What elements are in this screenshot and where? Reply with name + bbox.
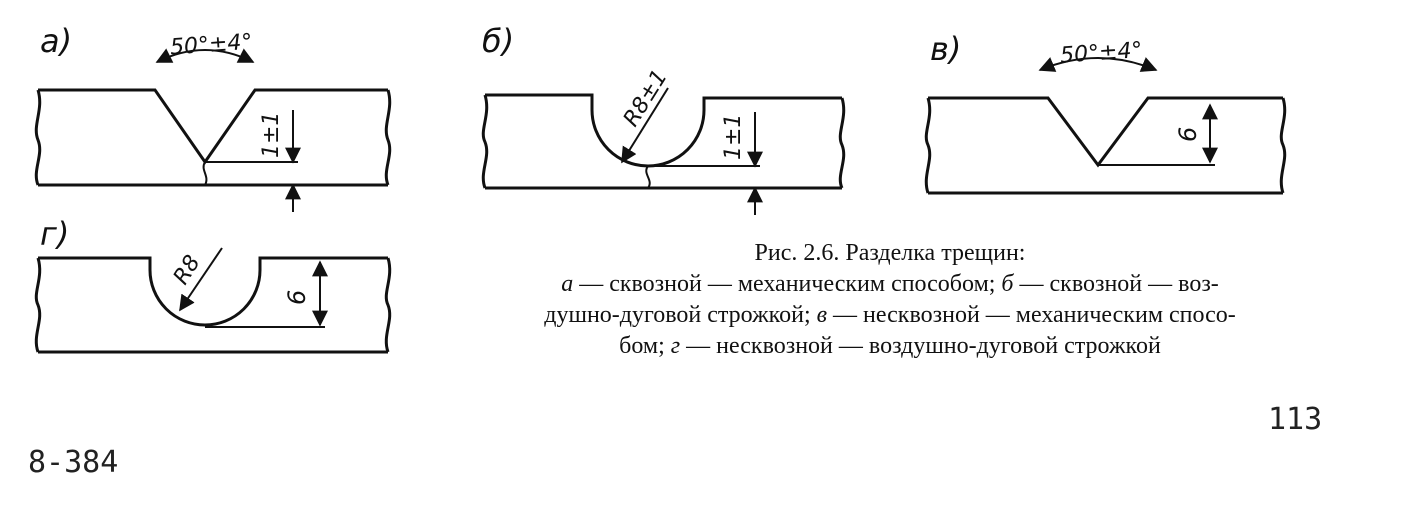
break-line-right-b	[838, 97, 846, 189]
figure-a-label: а)	[40, 22, 72, 60]
caption-text-a: — сквозной — механическим способом;	[573, 271, 1002, 297]
caption-key-g: г	[670, 333, 681, 359]
radius-leader-b	[621, 87, 669, 164]
figure-b-depth: 1±1	[721, 114, 746, 160]
figure-v-angle: 50°±4°	[1059, 38, 1143, 69]
figure-g	[34, 247, 392, 354]
figure-v-depth: 6	[1174, 127, 1202, 142]
caption-line-3: бом; г — несквозной — воздушно-дуговой с…	[440, 331, 1340, 362]
caption-text-b-cont: душно-дуговой строжкой;	[544, 302, 817, 328]
crack-a	[202, 161, 208, 186]
caption-text-v: — несквозной — механическим спосо-	[827, 302, 1236, 328]
figure-b-radius: R8±1	[619, 66, 673, 132]
break-line-right-g	[384, 257, 392, 353]
figure-v	[924, 57, 1287, 195]
caption-key-a: а	[561, 271, 574, 297]
figure-g-depth: 6	[283, 290, 311, 305]
caption-text-g: — несквозной — воздушно-дуговой строжкой	[680, 333, 1161, 359]
figure-a	[34, 48, 392, 212]
figure-g-radius: R8	[169, 251, 206, 289]
radius-leader-g	[179, 247, 223, 312]
figure-b-label: б)	[482, 22, 514, 60]
crack-b	[645, 165, 651, 189]
figure-b	[481, 87, 846, 215]
print-code: 8-384	[28, 445, 119, 480]
angle-arc-a	[155, 48, 255, 63]
caption-line-1: а — сквозной — механическим способом; б …	[440, 269, 1340, 300]
figure-a-depth: 1±1	[259, 112, 284, 158]
caption-key-v: в	[816, 302, 828, 328]
plate-b-outline	[485, 93, 842, 168]
break-line-left-v	[924, 97, 932, 194]
plate-g-outline	[38, 256, 388, 327]
figure-g-label: г)	[40, 215, 69, 253]
break-line-left-a	[34, 89, 42, 186]
caption-line-2: душно-дуговой строжкой; в — несквозной —…	[440, 300, 1340, 331]
break-line-right-v	[1279, 97, 1287, 194]
break-line-left-g	[34, 257, 42, 353]
figure-v-label: в)	[930, 30, 961, 68]
caption-text-b: — сквозной — воз-	[1013, 271, 1219, 297]
angle-arc-v	[1038, 57, 1158, 72]
plate-a-outline	[38, 88, 388, 165]
caption-text-v-cont: бом;	[619, 333, 671, 359]
figure-a-angle: 50°±4°	[169, 30, 253, 61]
figure-caption: Рис. 2.6. Разделка трещин: а — сквозной …	[440, 238, 1340, 362]
break-line-left-b	[481, 94, 489, 189]
break-line-right-a	[384, 89, 392, 186]
page-number: 113	[1268, 402, 1323, 437]
caption-key-b: б	[1001, 271, 1014, 297]
caption-title: Рис. 2.6. Разделка трещин:	[754, 240, 1026, 266]
plate-v-outline	[928, 96, 1283, 168]
